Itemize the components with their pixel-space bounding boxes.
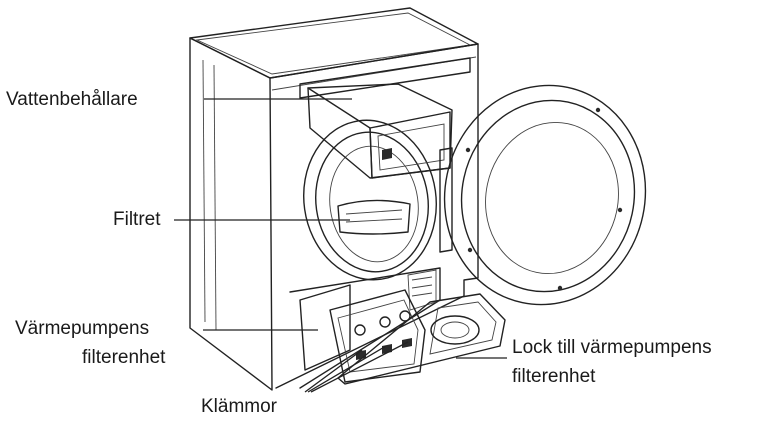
dryer-illustration [190, 8, 666, 390]
label-heat-pump-filter-line1: Värmepumpens [15, 318, 149, 340]
label-water-container: Vattenbehållare [6, 89, 138, 111]
label-filter: Filtret [113, 209, 161, 231]
label-cover-line1: Lock till värmepumpens [512, 337, 712, 359]
leader-clips-1 [305, 350, 362, 392]
label-heat-pump-filter-line2: filterenhet [82, 347, 165, 369]
label-cover-line2: filterenhet [512, 366, 595, 388]
label-clips: Klämmor [201, 396, 277, 418]
